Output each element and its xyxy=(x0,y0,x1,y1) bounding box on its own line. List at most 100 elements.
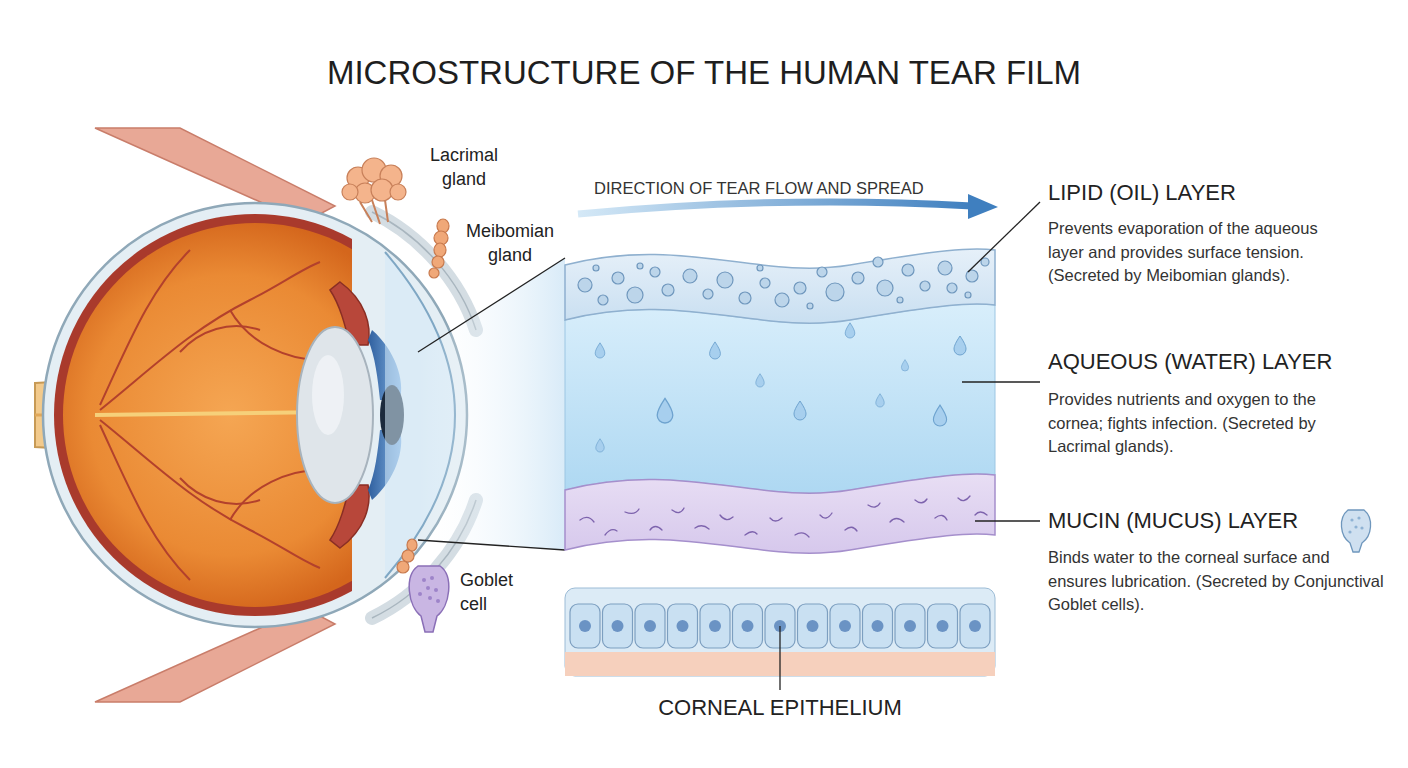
zoom-lines xyxy=(418,258,565,550)
water-drops xyxy=(845,323,855,338)
water-drops xyxy=(756,374,764,387)
mucin-strands xyxy=(625,509,639,513)
lipid-droplets xyxy=(637,263,643,269)
lipid-droplets xyxy=(981,258,989,266)
layer-heading: LIPID (OIL) LAYER xyxy=(1048,178,1403,208)
layer-heading: AQUEOUS (WATER) LAYER xyxy=(1048,347,1403,377)
lipid-droplets xyxy=(817,267,827,277)
lipid-droplets xyxy=(703,289,713,299)
mucin-strands xyxy=(935,515,947,520)
corneal-epithelium-cells xyxy=(700,604,730,648)
zoom-lines xyxy=(418,258,565,550)
lipid-droplets xyxy=(775,293,789,307)
lipid-droplets xyxy=(852,272,864,284)
lipid-droplets xyxy=(873,257,883,267)
goblet-cell-icon xyxy=(1348,530,1351,533)
water-drops xyxy=(657,398,673,423)
lipid-droplets xyxy=(739,292,751,304)
lower-gland-symbol xyxy=(402,550,414,562)
goblet-cell-icon xyxy=(1341,510,1370,552)
eye-illustration xyxy=(100,250,190,405)
corneal-epithelium-cells xyxy=(830,604,860,648)
eye-illustration xyxy=(63,223,352,607)
eye-illustration xyxy=(100,425,190,580)
water-drops xyxy=(794,401,806,420)
eye-illustration xyxy=(230,310,320,360)
zoom-lines xyxy=(418,258,565,352)
lipid-droplets xyxy=(897,297,903,303)
goblet-cell-icon xyxy=(1348,516,1363,533)
eye-illustration xyxy=(372,212,476,330)
flow-arrow xyxy=(578,202,972,214)
diagram-title: MICROSTRUCTURE OF THE HUMAN TEAR FILM xyxy=(0,52,1408,94)
lipid-droplets xyxy=(612,272,624,284)
water-drops xyxy=(595,323,966,452)
lower-gland-symbol xyxy=(397,539,417,573)
mucin-strands xyxy=(845,527,857,531)
goblet-cell-symbol xyxy=(428,596,432,600)
part-label: Lacrimal gland xyxy=(418,143,510,191)
zoom-lines xyxy=(418,540,565,550)
goblet-cell-symbol xyxy=(430,576,434,580)
layer-description: Prevents evaporation of the aqueous laye… xyxy=(1048,217,1358,288)
corneal-epithelium-cells xyxy=(709,620,721,632)
lacrimal-gland-symbol xyxy=(342,184,358,200)
goblet-cell-symbol xyxy=(418,576,440,603)
mucin-strands xyxy=(820,513,832,518)
meibomian-gland-symbol xyxy=(429,219,449,278)
mucin-strands xyxy=(580,496,987,537)
mucin-strands xyxy=(958,496,970,501)
goblet-cell-symbol xyxy=(434,588,438,592)
lacrimal-gland-symbol xyxy=(342,158,406,224)
lipid-droplets xyxy=(947,283,957,293)
water-drops xyxy=(876,394,884,407)
water-drops xyxy=(954,336,966,355)
layer-description: Provides nutrients and oxygen to the cor… xyxy=(1048,388,1340,459)
lipid-droplets xyxy=(717,272,733,288)
lipid-droplets xyxy=(593,265,599,271)
tear-film-layers xyxy=(565,249,995,323)
corneal-epithelium-cells xyxy=(579,620,591,632)
mucin-strands xyxy=(975,512,987,515)
lower-gland-symbol xyxy=(397,561,409,573)
eye-illustration xyxy=(43,203,467,627)
corneal-epithelium-cells xyxy=(677,620,689,632)
tear-film-layers xyxy=(565,304,995,493)
meibomian-gland-symbol xyxy=(429,268,439,278)
mucin-strands xyxy=(695,526,709,529)
eye-illustration xyxy=(297,327,373,503)
mucin-strands xyxy=(890,519,904,523)
layer-heading: MUCIN (MUCUS) LAYER xyxy=(1048,506,1338,536)
tear-film-layers xyxy=(565,474,995,553)
mucin-strands xyxy=(605,530,617,535)
eye-illustration xyxy=(180,478,260,504)
mucin-strands xyxy=(868,503,880,507)
goblet-cell-symbol xyxy=(409,566,449,632)
lipid-droplets xyxy=(938,261,952,275)
corneal-epithelium-cells xyxy=(644,620,656,632)
mucin-strands xyxy=(915,499,927,503)
goblet-cell-icon xyxy=(1357,516,1360,519)
mucin-strands xyxy=(650,527,662,531)
leader-lines xyxy=(779,626,780,690)
lipid-droplets xyxy=(683,269,697,283)
goblet-cell-icon xyxy=(1360,526,1363,529)
leader-lines xyxy=(780,202,1040,690)
goblet-cell-symbol xyxy=(409,566,449,632)
lipid-droplets xyxy=(650,267,660,277)
part-label: Meibomian gland xyxy=(456,219,564,267)
water-drops xyxy=(596,439,604,452)
mucin-strands xyxy=(795,533,809,537)
goblet-cell-symbol xyxy=(436,599,440,603)
corneal-epithelium-cells xyxy=(928,604,958,648)
structure-label: CORNEAL EPITHELIUM xyxy=(620,694,940,722)
lacrimal-gland-symbol xyxy=(390,184,406,200)
flow-arrow xyxy=(968,194,998,219)
corneal-epithelium-cells xyxy=(904,620,916,632)
lipid-droplets xyxy=(578,278,592,292)
eye-illustration xyxy=(312,355,344,435)
eye-illustration xyxy=(100,250,320,580)
corneal-epithelium-cells xyxy=(937,620,949,632)
eye-illustration xyxy=(35,128,476,702)
